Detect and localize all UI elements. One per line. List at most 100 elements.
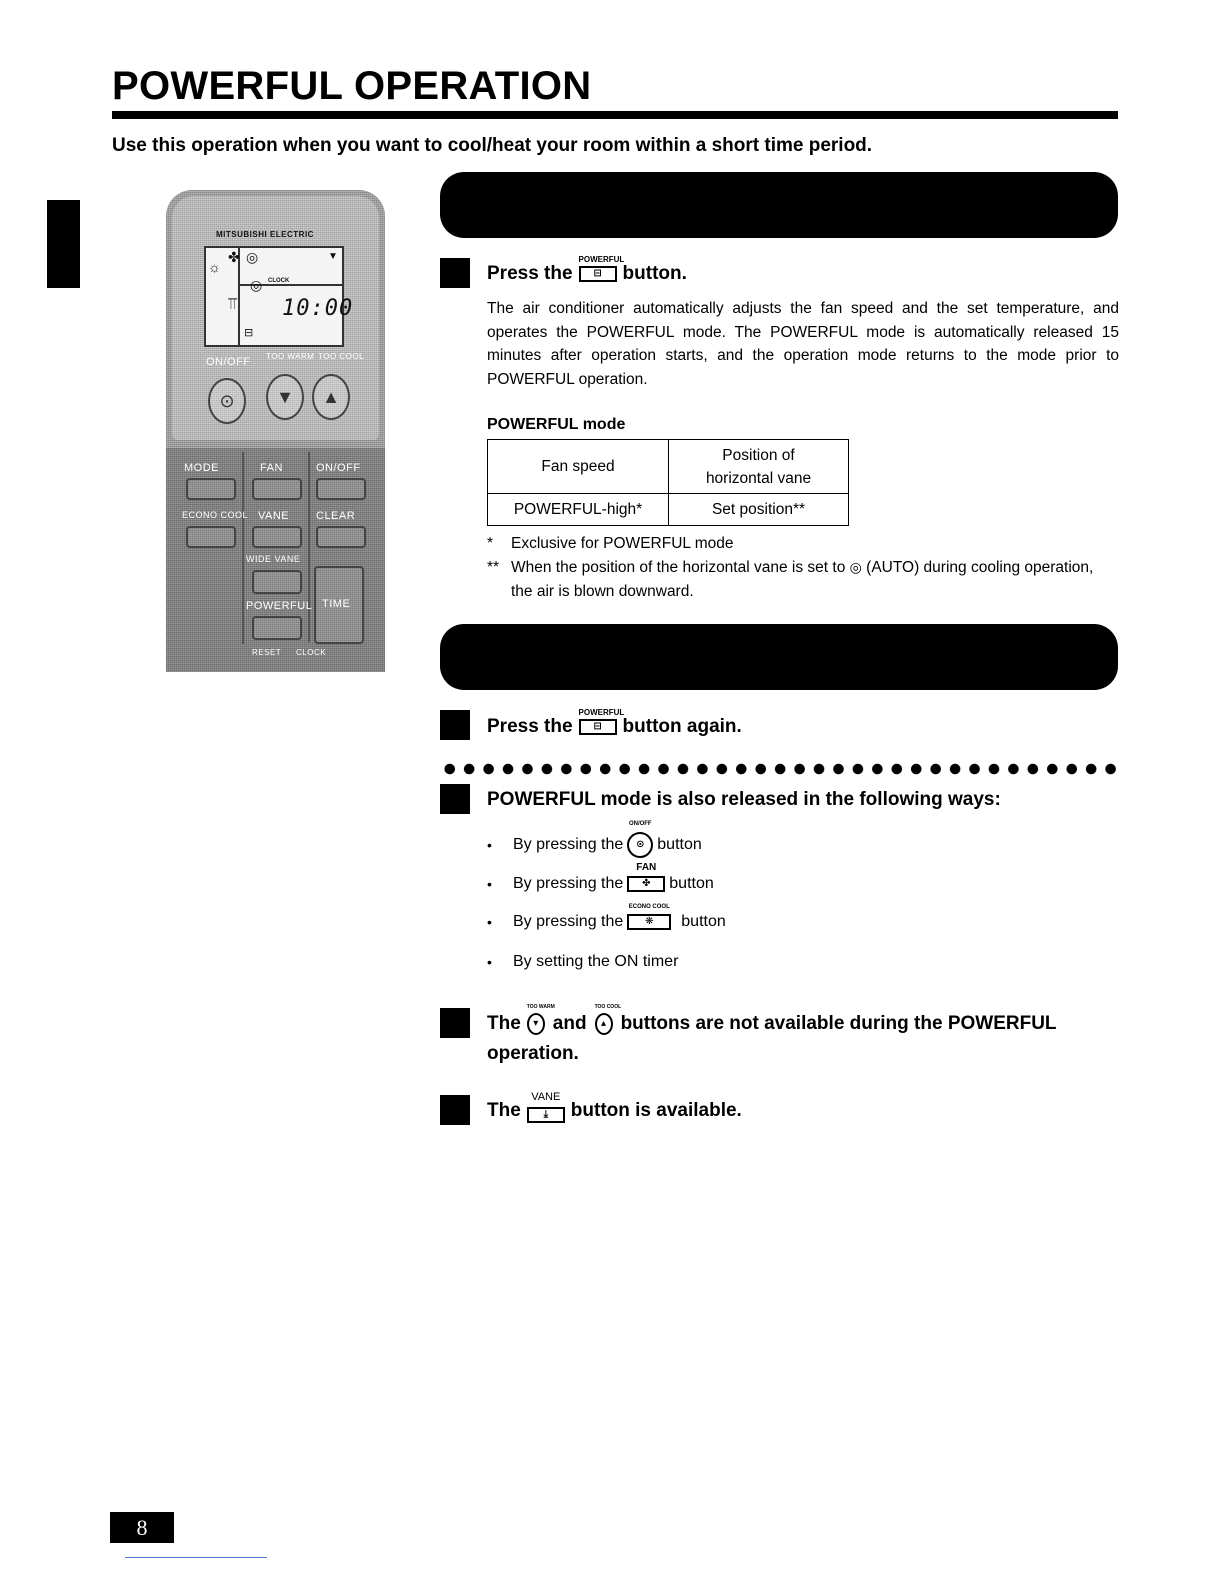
temp-buttons-note: The TOO WARM ▾ and TOO COOL ▴ buttons ar… bbox=[487, 1004, 1057, 1036]
step-marker bbox=[440, 258, 470, 288]
note-text: buttons are not available during the POW… bbox=[620, 1013, 1057, 1034]
bullet-icon: • bbox=[487, 954, 492, 970]
release-item-text: button bbox=[681, 913, 726, 930]
remote-controller-illustration: MITSUBISHI ELECTRIC ☼ ✤ ◎ ▼ ◎ CLOCK ⫪ 10… bbox=[166, 190, 385, 672]
arrow-up-icon: ▴ bbox=[594, 1013, 613, 1035]
release-item-text: button bbox=[669, 875, 714, 892]
button-caption: POWERFUL bbox=[578, 708, 625, 717]
remote-temp-down-button: ▼ bbox=[266, 374, 304, 420]
lcd-clock-label: CLOCK bbox=[268, 278, 290, 284]
remote-label-time: TIME bbox=[322, 598, 351, 610]
step-marker bbox=[440, 710, 470, 740]
auto-vane-icon: ◎ bbox=[246, 249, 259, 265]
remote-label-econo-cool: ECONO COOL bbox=[182, 510, 249, 520]
note-text: The bbox=[487, 1013, 521, 1034]
step-marker bbox=[440, 1095, 470, 1125]
powerful-mode-table: Fan speed Position of horizontal vane PO… bbox=[487, 439, 849, 526]
remote-lcd-display: ☼ ✤ ◎ ▼ ◎ CLOCK ⫪ 10:00 ⊟ bbox=[204, 246, 352, 347]
remote-label-too-cool: TOO COOL bbox=[318, 352, 365, 361]
step-press-powerful-again: Press the POWERFUL ⊟ button again. bbox=[487, 708, 742, 739]
lcd-clock-readout: 10:00 bbox=[282, 296, 354, 321]
vane-button-icon: VANE ⤓ bbox=[526, 1092, 565, 1123]
note-text: button is available. bbox=[570, 1100, 742, 1121]
button-caption: ON/OFF bbox=[628, 821, 652, 827]
table-header-cell: Fan speed bbox=[487, 439, 669, 494]
remote-clear-button bbox=[316, 526, 366, 548]
remote-label-on-off: ON/OFF bbox=[206, 356, 251, 368]
button-caption: TOO COOL bbox=[594, 1004, 622, 1010]
page-number: 8 bbox=[110, 1512, 174, 1543]
remote-label-fan: FAN bbox=[260, 462, 283, 474]
econo-cool-button-icon: ECONO COOL ❋ bbox=[627, 904, 672, 930]
note-text: and bbox=[552, 1013, 587, 1034]
power-icon: ⊙ bbox=[219, 391, 235, 411]
bullet-icon: • bbox=[487, 837, 492, 853]
signal-icon: ▼ bbox=[328, 251, 338, 262]
footer-rule bbox=[125, 1557, 267, 1558]
lcd-divider bbox=[240, 284, 344, 286]
footnote-text: Exclusive for POWERFUL mode bbox=[511, 535, 734, 552]
temp-buttons-note-continued: operation. bbox=[487, 1043, 579, 1064]
footnote-text-part: (AUTO) during cooling operation, the air… bbox=[511, 559, 1094, 600]
arrow-down-icon: ▼ bbox=[276, 387, 294, 407]
release-item-text: By pressing the bbox=[513, 913, 624, 930]
remote-label-wide-vane: WIDE VANE bbox=[246, 554, 301, 564]
indoor-unit-icon: ⫪ bbox=[228, 296, 238, 313]
step-text: button again. bbox=[622, 716, 742, 737]
footnote-mark: * bbox=[487, 535, 494, 552]
temp-down-button-icon: TOO WARM ▾ bbox=[526, 1004, 555, 1035]
remote-powerful-button bbox=[252, 616, 302, 640]
remote-label-mode: MODE bbox=[184, 462, 219, 474]
remote-label-vane: VANE bbox=[258, 510, 290, 522]
release-heading: POWERFUL mode is also released in the fo… bbox=[487, 789, 1001, 810]
vane-button-note: The VANE ⤓ button is available. bbox=[487, 1092, 742, 1123]
auto-vane-icon: ◎ bbox=[849, 559, 862, 575]
release-item: • By setting the ON timer bbox=[487, 951, 678, 973]
button-caption: TOO WARM bbox=[526, 1004, 555, 1010]
table-cell: Set position** bbox=[668, 493, 849, 526]
powerful-icon: ⊟ bbox=[244, 327, 254, 339]
remote-label-clock: CLOCK bbox=[296, 648, 327, 657]
footnote: * Exclusive for POWERFUL mode bbox=[487, 532, 1119, 556]
note-text: The bbox=[487, 1100, 521, 1121]
section-header-cancel bbox=[440, 624, 1118, 690]
step-text: Press the bbox=[487, 263, 573, 284]
remote-divider bbox=[308, 452, 310, 642]
sun-icon: ☼ bbox=[208, 259, 221, 275]
release-item: • By pressing the FAN ✤ button bbox=[487, 863, 714, 895]
power-icon: ⊙ bbox=[627, 832, 654, 858]
step-description: The air conditioner automatically adjust… bbox=[487, 300, 1119, 388]
footnote-text-part: When the position of the horizontal vane… bbox=[511, 559, 846, 576]
remote-vane-button bbox=[252, 526, 302, 548]
section-tab-marker bbox=[47, 200, 80, 288]
fan-button-icon: FAN ✤ bbox=[627, 863, 666, 892]
remote-timer-button bbox=[316, 478, 366, 500]
button-caption: VANE bbox=[531, 1091, 561, 1103]
table-title: POWERFUL mode bbox=[487, 416, 626, 433]
lcd-divider bbox=[238, 248, 240, 345]
page-title: POWERFUL OPERATION bbox=[112, 64, 592, 108]
arrow-down-icon: ▾ bbox=[526, 1013, 545, 1035]
remote-label-powerful: POWERFUL bbox=[246, 600, 313, 612]
bullet-icon: • bbox=[487, 876, 492, 892]
powerful-icon: ⊟ bbox=[578, 719, 617, 735]
vane-icon: ⤓ bbox=[526, 1107, 565, 1123]
release-item-text: button bbox=[657, 836, 702, 853]
econo-cool-icon: ❋ bbox=[627, 914, 672, 930]
powerful-button-icon: POWERFUL ⊟ bbox=[578, 255, 624, 282]
button-caption: FAN bbox=[636, 862, 657, 873]
remote-mode-button bbox=[186, 478, 236, 500]
remote-on-off-button: ⊙ bbox=[208, 378, 246, 424]
button-caption: POWERFUL bbox=[578, 255, 625, 264]
remote-label-reset: RESET bbox=[252, 648, 282, 657]
remote-label-clear: CLEAR bbox=[316, 510, 356, 522]
remote-wide-vane-button bbox=[252, 570, 302, 594]
button-caption: ECONO COOL bbox=[628, 904, 670, 910]
page-subtitle: Use this operation when you want to cool… bbox=[112, 135, 873, 156]
release-item-text: By setting the ON timer bbox=[513, 953, 679, 970]
title-rule bbox=[112, 111, 1118, 119]
table-cell: POWERFUL-high* bbox=[487, 493, 669, 526]
arrow-up-icon: ▲ bbox=[322, 387, 340, 407]
section-header-start bbox=[440, 172, 1118, 238]
remote-brand: MITSUBISHI ELECTRIC bbox=[216, 230, 314, 239]
